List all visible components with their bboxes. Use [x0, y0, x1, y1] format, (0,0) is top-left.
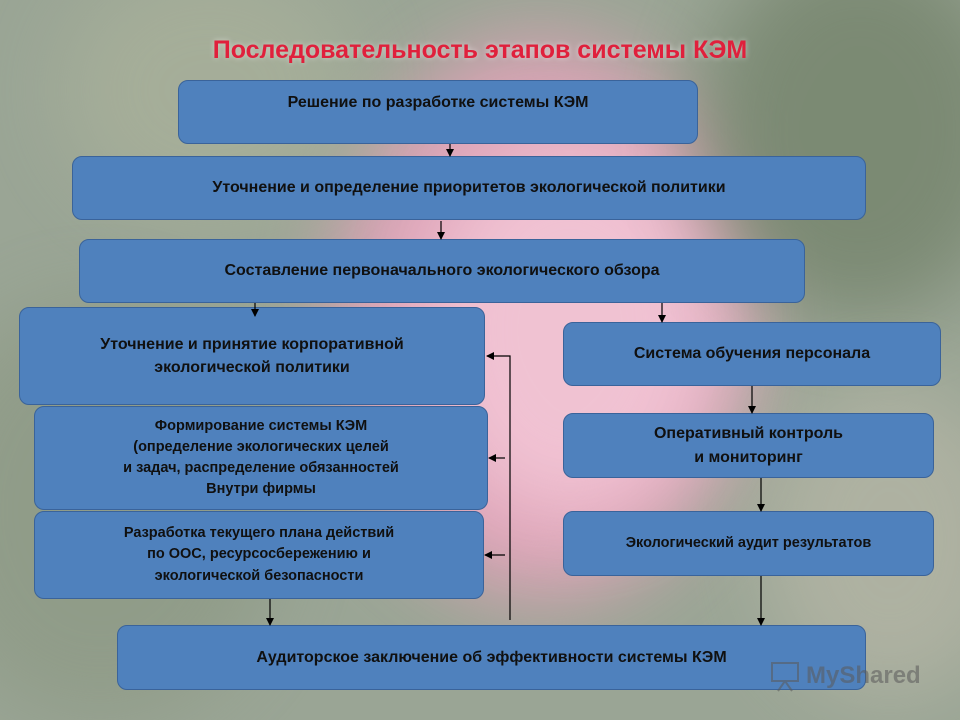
box-corporate-policy-label: Уточнение и принятие корпоративной эколо…	[100, 335, 404, 376]
box-decision-label: Решение по разработке системы КЭМ	[287, 94, 589, 111]
presentation-icon	[771, 662, 799, 692]
box-training: Система обучения персонала	[563, 322, 941, 386]
box-audit: Экологический аудит результатов	[563, 511, 934, 576]
box-conclusion-label: Аудиторское заключение об эффективности …	[256, 648, 727, 666]
box-conclusion: Аудиторское заключение об эффективности …	[117, 625, 866, 690]
box-review: Составление первоначального экологическо…	[79, 239, 805, 303]
box-action-plan: Разработка текущего плана действий по ОО…	[34, 511, 484, 599]
box-priorities-label: Уточнение и определение приоритетов экол…	[212, 179, 726, 197]
watermark-logo: MyShared	[768, 658, 948, 694]
box-control-label: Оперативный контроль и мониторинг	[653, 425, 843, 466]
box-training-label: Система обучения персонала	[633, 345, 871, 363]
box-control: Оперативный контроль и мониторинг	[563, 413, 934, 478]
box-corporate-policy: Уточнение и принятие корпоративной эколо…	[19, 307, 485, 405]
box-action-plan-label: Разработка текущего плана действий по ОО…	[123, 525, 395, 584]
box-review-label: Составление первоначального экологическо…	[224, 262, 660, 280]
slide-title: Последовательность этапов системы КЭМ	[212, 36, 748, 64]
box-formation-label: Формирование системы КЭМ (определение эк…	[123, 417, 399, 498]
box-priorities: Уточнение и определение приоритетов экол…	[72, 156, 866, 220]
watermark-text: MyShared	[806, 662, 921, 689]
box-audit-label: Экологический аудит результатов	[625, 534, 872, 551]
box-formation: Формирование системы КЭМ (определение эк…	[34, 406, 488, 510]
box-decision: Решение по разработке системы КЭМ	[178, 80, 698, 144]
